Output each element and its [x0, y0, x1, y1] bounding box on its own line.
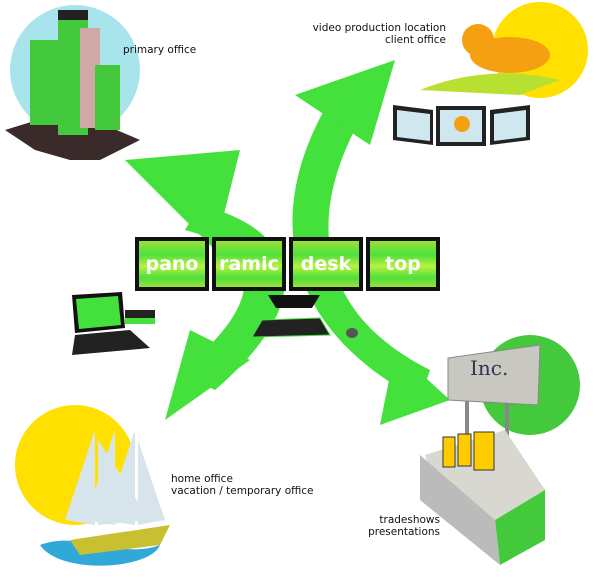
- arrow-right-body: [292, 100, 430, 400]
- label-line: home office: [171, 473, 233, 485]
- tradeshow-illustration: [420, 335, 580, 565]
- sign-text: Inc.: [470, 356, 509, 380]
- arrow-head-bottom-right: [380, 350, 450, 425]
- monitor-text: desk: [293, 241, 359, 287]
- video-production-illustration: [393, 2, 588, 146]
- label-line: video production location: [312, 22, 446, 34]
- label-line: tradeshows: [379, 514, 440, 526]
- monitor-text: ramic: [216, 241, 282, 287]
- label-line: client office: [385, 34, 446, 46]
- monitor-4: top: [366, 237, 440, 291]
- desktop-workstation: [251, 295, 358, 338]
- arrow-head-top-left: [125, 150, 240, 250]
- laptop-illustration: [72, 292, 155, 355]
- home-office-illustration: [15, 405, 170, 566]
- label-video-production: video production location client office: [300, 22, 446, 46]
- monitor-2: ramic: [212, 237, 286, 291]
- monitor-text: pano: [139, 241, 205, 287]
- monitor-text: top: [370, 241, 436, 287]
- label-home-office: home office vacation / temporary office: [171, 473, 314, 497]
- monitor-1: pano: [135, 237, 209, 291]
- label-primary-office: primary office: [123, 44, 197, 56]
- primary-office-illustration: [5, 5, 140, 160]
- arrow-head-bottom-left: [165, 330, 250, 420]
- label-tradeshows: tradeshows presentations: [340, 514, 440, 538]
- label-line: presentations: [368, 526, 440, 538]
- monitor-3: desk: [289, 237, 363, 291]
- label-line: vacation / temporary office: [171, 485, 314, 497]
- arrow-head-top-right: [295, 60, 395, 145]
- cycle-arrows: [125, 60, 450, 425]
